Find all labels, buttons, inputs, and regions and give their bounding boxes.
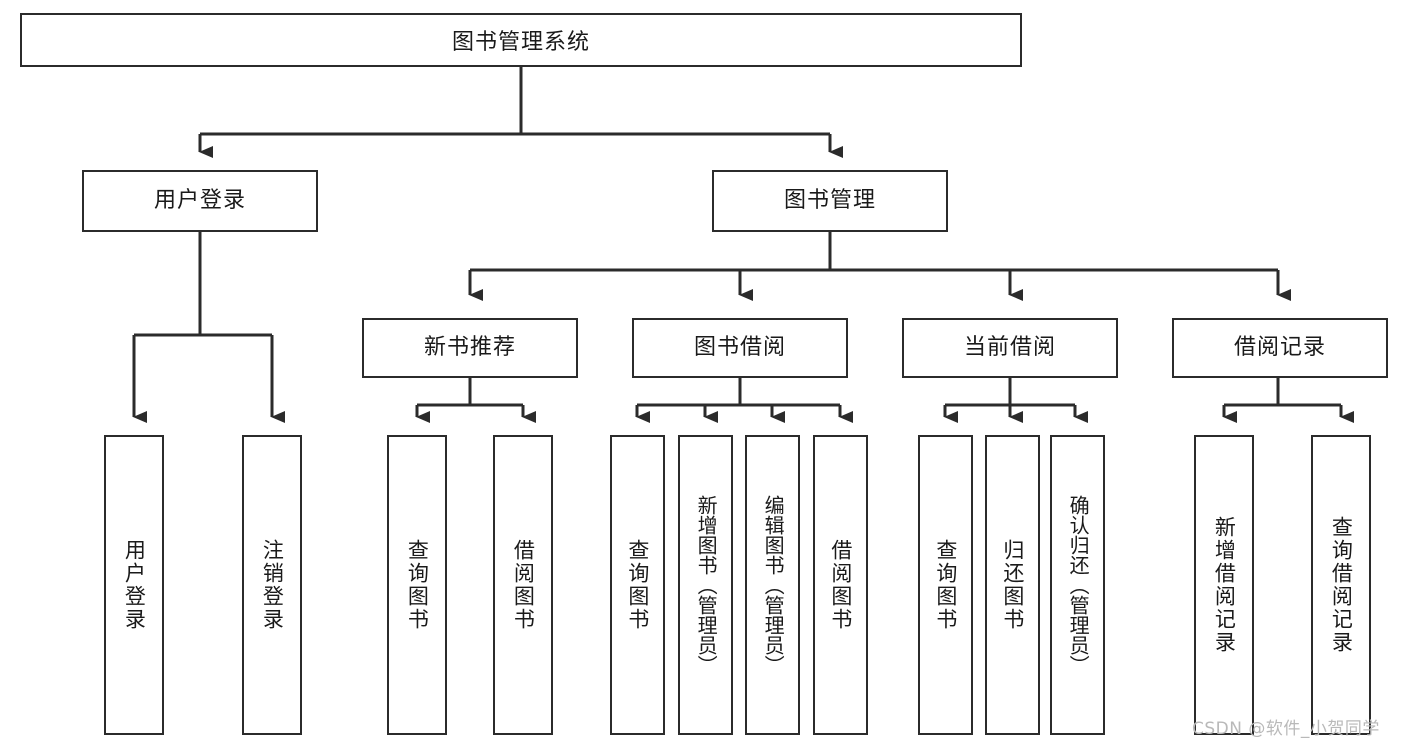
leaf-edit-book-label: 编辑图书（管理员） (761, 495, 786, 675)
leaf-query-record[interactable]: 查询借阅记录 (1311, 435, 1371, 735)
node-book-management-label: 图书管理 (783, 187, 876, 213)
node-borrow-record-label: 借阅记录 (1233, 334, 1326, 360)
leaf-query-book-2-label: 查询图书 (625, 539, 650, 631)
leaf-query-record-label: 查询借阅记录 (1329, 516, 1354, 654)
leaf-borrow-book-1-label: 借阅图书 (511, 539, 536, 631)
leaf-query-book-1-label: 查询图书 (405, 539, 430, 631)
csdn-watermark: CSDN @软件_小贺同学 (1192, 719, 1380, 739)
node-borrow-record[interactable]: 借阅记录 (1172, 318, 1388, 378)
node-book-management[interactable]: 图书管理 (712, 170, 948, 232)
leaf-user-logout[interactable]: 注销登录 (242, 435, 302, 735)
leaf-borrow-book-1[interactable]: 借阅图书 (493, 435, 553, 735)
leaf-add-book[interactable]: 新增图书（管理员） (678, 435, 733, 735)
leaf-add-record-label: 新增借阅记录 (1212, 516, 1237, 654)
leaf-confirm-return[interactable]: 确认归还（管理员） (1050, 435, 1105, 735)
leaf-confirm-return-label: 确认归还（管理员） (1066, 495, 1091, 675)
node-user-login[interactable]: 用户登录 (82, 170, 318, 232)
node-new-book-recommend[interactable]: 新书推荐 (362, 318, 578, 378)
leaf-borrow-book-2[interactable]: 借阅图书 (813, 435, 868, 735)
leaf-add-record[interactable]: 新增借阅记录 (1194, 435, 1254, 735)
leaf-query-book-1[interactable]: 查询图书 (387, 435, 447, 735)
node-root-label: 图书管理系统 (451, 30, 590, 55)
leaf-borrow-book-2-label: 借阅图书 (828, 539, 853, 631)
leaf-return-book[interactable]: 归还图书 (985, 435, 1040, 735)
leaf-user-login[interactable]: 用户登录 (104, 435, 164, 735)
leaf-user-login-label: 用户登录 (122, 539, 147, 631)
leaf-query-book-3-label: 查询图书 (933, 539, 958, 631)
node-book-borrow[interactable]: 图书借阅 (632, 318, 848, 378)
node-root-book-management-system[interactable]: 图书管理系统 (20, 13, 1022, 67)
leaf-return-book-label: 归还图书 (1000, 539, 1025, 631)
node-book-borrow-label: 图书借阅 (693, 334, 786, 360)
node-new-book-recommend-label: 新书推荐 (423, 334, 516, 360)
node-user-login-label: 用户登录 (153, 187, 246, 213)
leaf-user-logout-label: 注销登录 (260, 539, 285, 631)
node-current-borrow[interactable]: 当前借阅 (902, 318, 1118, 378)
leaf-query-book-2[interactable]: 查询图书 (610, 435, 665, 735)
leaf-query-book-3[interactable]: 查询图书 (918, 435, 973, 735)
leaf-edit-book[interactable]: 编辑图书（管理员） (745, 435, 800, 735)
node-current-borrow-label: 当前借阅 (963, 334, 1056, 360)
leaf-add-book-label: 新增图书（管理员） (694, 495, 719, 675)
